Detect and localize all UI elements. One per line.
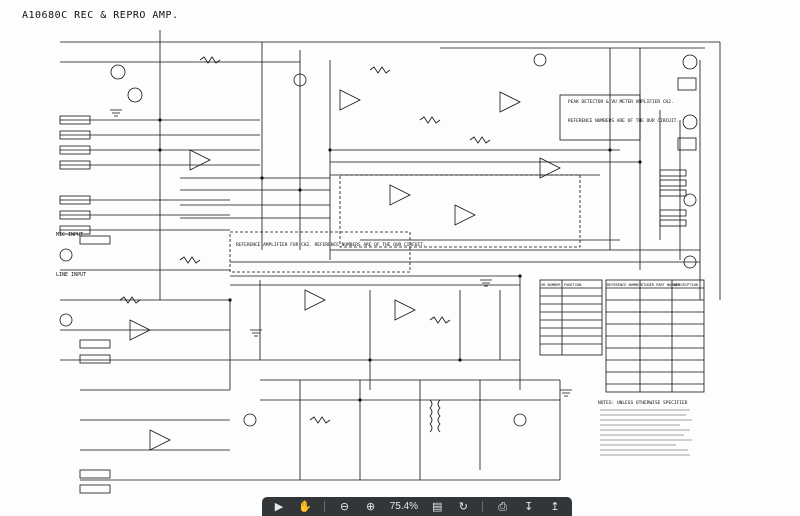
share-icon[interactable]: ↥ bbox=[550, 500, 560, 513]
toolbar-divider bbox=[482, 501, 484, 512]
mic-input-label: MIC INPUT bbox=[56, 232, 83, 238]
table-ref-header: REFERENCE NUMBER bbox=[607, 283, 642, 287]
table2-number-header: SR NUMBER bbox=[541, 283, 561, 287]
print-icon[interactable]: ⎙ bbox=[498, 499, 508, 513]
toolbar-divider bbox=[324, 501, 326, 512]
line-input-label: LINE INPUT bbox=[56, 272, 86, 278]
table-desc-header: DESCRIPTION bbox=[674, 283, 698, 287]
reference-amp-caption: REFERENCE AMPLIFIER FOR CH2. REFERENCE N… bbox=[236, 242, 426, 248]
peak-detector-caption: PEAK DETECTOR & VU METER AMPLIFIER CH2. bbox=[568, 99, 674, 105]
hand-icon[interactable]: ✋ bbox=[298, 500, 312, 513]
notes-title: NOTES: UNLESS OTHERWISE SPECIFIED bbox=[598, 400, 688, 406]
pdf-toolbar: ▶ ✋ ⊖ ⊕ 75.4% ▤ ↻ ⎙ ↧ ↥ bbox=[262, 497, 572, 516]
zoom-out-icon[interactable]: ⊖ bbox=[339, 500, 350, 513]
zoom-in-icon[interactable]: ⊕ bbox=[365, 500, 376, 513]
download-icon[interactable]: ↧ bbox=[524, 500, 534, 513]
table-part-header: STUDER PART NUMBER bbox=[641, 283, 681, 287]
reference-numbers-caption: REFERENCE NUMBERS ARE OF THE OUR CIRCUIT… bbox=[568, 118, 679, 124]
fit-page-icon[interactable]: ▤ bbox=[432, 500, 443, 513]
document-title: A10680C REC & REPRO AMP. bbox=[22, 10, 179, 21]
table2-function-header: FUNCTION bbox=[564, 283, 581, 287]
rotate-icon[interactable]: ↻ bbox=[458, 500, 468, 513]
zoom-level[interactable]: 75.4% bbox=[389, 501, 419, 512]
pointer-icon[interactable]: ▶ bbox=[274, 500, 284, 513]
